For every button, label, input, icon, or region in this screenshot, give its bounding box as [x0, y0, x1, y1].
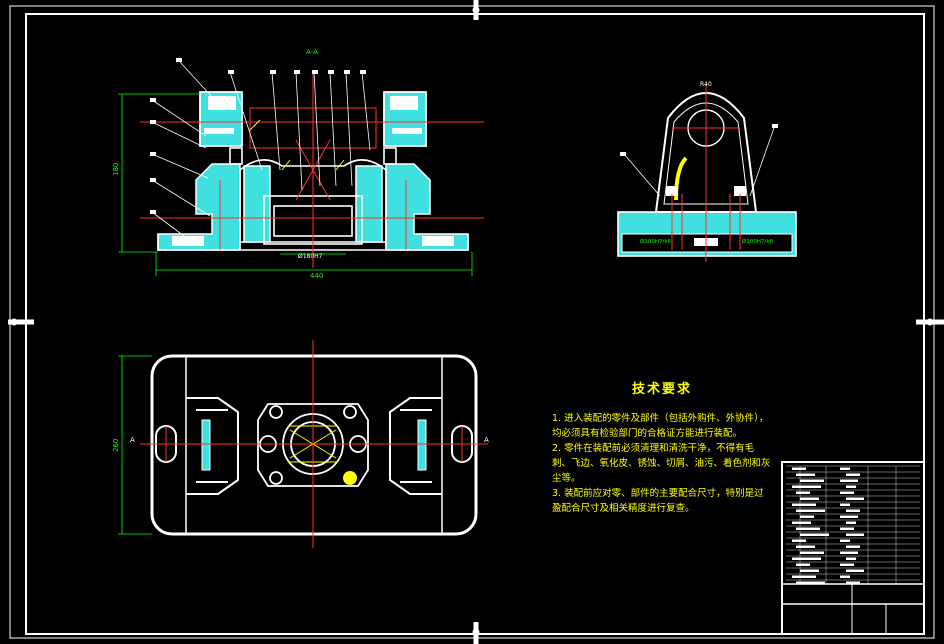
front-section-view: 180 440 Ø180H7 A-A — [112, 48, 484, 280]
side-left-fit: Ø100H7/k6 — [640, 238, 672, 245]
technical-requirements: 技术要求 1. 进入装配的零件及部件（包括外购件、外协件），均必须具有检验部门的… — [552, 382, 772, 516]
front-center-dim: Ø180H7 — [298, 253, 323, 260]
plan-left-mark: A — [130, 436, 135, 444]
requirement-item-1: 1. 进入装配的零件及部件（包括外购件、外协件），均必须具有检验部门的合格证方能… — [552, 413, 769, 439]
requirement-item-2: 2. 零件在装配前必须清理和清洗干净，不得有毛刺、飞边、氧化皮、锈蚀、切屑、油污… — [552, 443, 771, 484]
front-height-dim: 180 — [112, 163, 120, 176]
technical-requirements-title: 技术要求 — [631, 382, 692, 397]
front-width-dim: 440 — [310, 272, 323, 280]
title-block — [781, 461, 925, 635]
plan-height-dim: 260 — [112, 439, 120, 452]
side-view: R40 Ø100H7/k6 Ø100H7/k6 — [617, 81, 797, 262]
section-label: A-A — [306, 48, 318, 56]
plan-right-mark: A — [484, 436, 489, 444]
drawing-frame — [8, 0, 944, 644]
side-top-dim: R40 — [700, 81, 712, 88]
plan-view: 260 A A — [112, 340, 489, 548]
side-right-fit: Ø100H7/k6 — [742, 238, 774, 245]
requirement-item-3: 3. 装配前应对零、部件的主要配合尺寸，特别是过盈配合尺寸及相关精度进行复查。 — [552, 488, 764, 514]
